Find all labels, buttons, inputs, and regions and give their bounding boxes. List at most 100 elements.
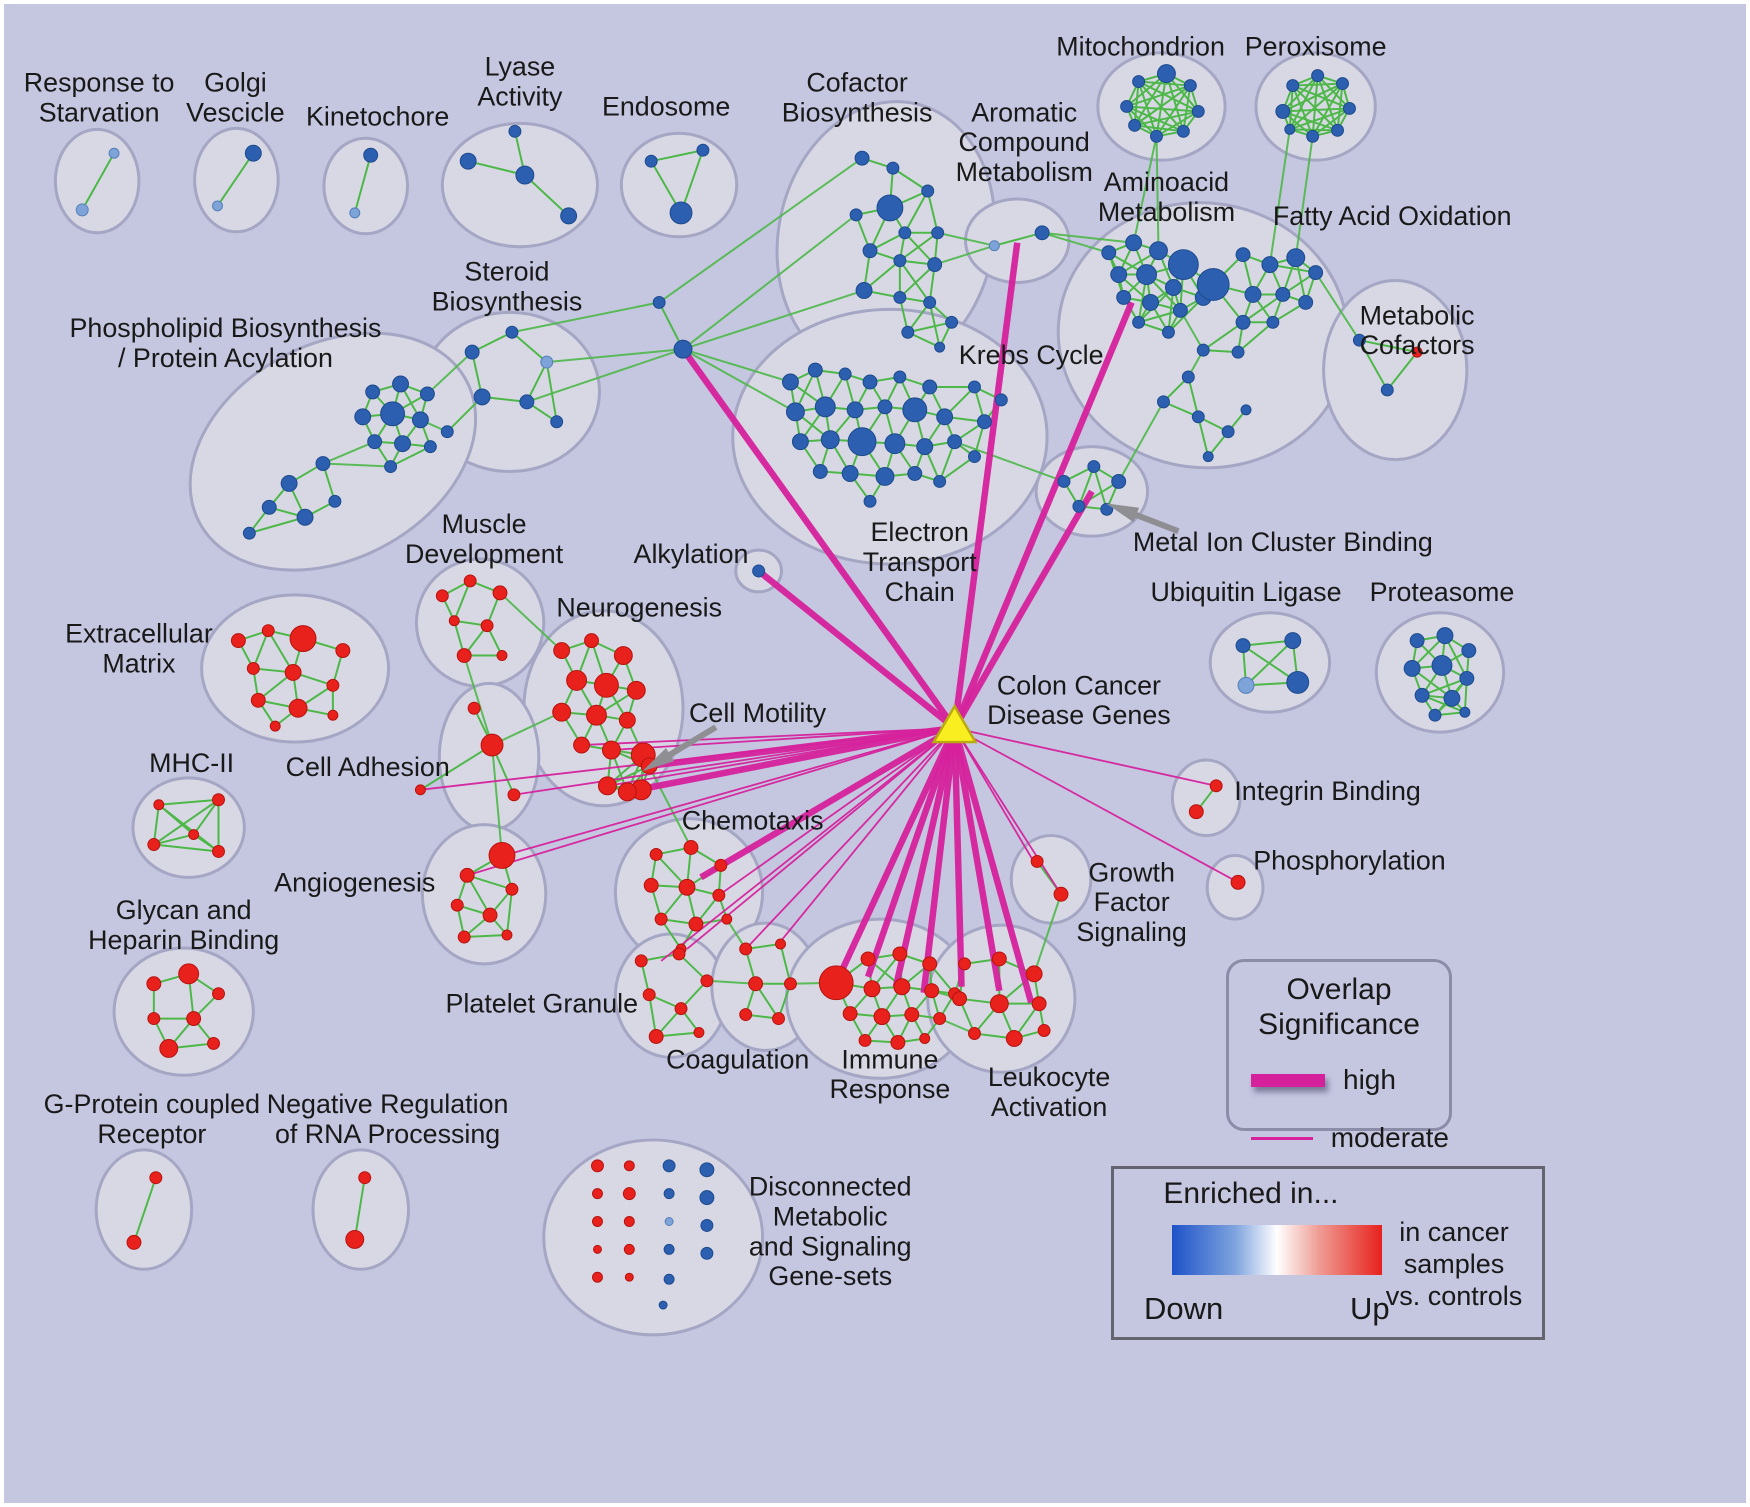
gene-set-node-glycan-heparin-binding bbox=[186, 1011, 202, 1027]
gene-set-edge bbox=[1132, 136, 1158, 243]
gene-set-node-electron-transport-chain bbox=[947, 434, 963, 450]
gene-set-node-aminoacid-metabolism bbox=[1142, 293, 1159, 311]
gene-set-edge bbox=[954, 440, 1065, 483]
gene-set-edge bbox=[1033, 893, 1062, 975]
gene-set-node-platelet-granule bbox=[648, 1029, 664, 1044]
gene-set-node-neurogenesis bbox=[617, 782, 637, 802]
gene-set-node-chemotaxis bbox=[649, 847, 663, 861]
gene-set-node-peroxisome bbox=[1343, 101, 1356, 115]
gene-set-node-leukocyte-activation bbox=[968, 1027, 981, 1040]
gene-set-node-cofactor-biosynthesis bbox=[921, 184, 935, 198]
gene-set-edge bbox=[511, 301, 660, 334]
gene-set-node-angiogenesis bbox=[457, 930, 471, 944]
gene-set-edge bbox=[892, 167, 929, 192]
gene-set-edge bbox=[192, 799, 220, 836]
gene-set-node-chemotaxis bbox=[643, 877, 659, 893]
gene-set-node-metal-ion-cluster-binding bbox=[1111, 473, 1127, 489]
enriched-note: in cancer samples vs. controls bbox=[1385, 1217, 1523, 1311]
gene-set-edge bbox=[464, 934, 508, 939]
gene-set-edge bbox=[1077, 466, 1095, 507]
cluster-ellipse-disconnected-gene-sets bbox=[542, 1138, 765, 1337]
gene-set-node-immune-response bbox=[842, 1006, 858, 1022]
overlap-edge-moderate bbox=[503, 727, 955, 857]
gene-set-edge bbox=[1182, 85, 1192, 132]
gene-set-node-angiogenesis bbox=[501, 929, 513, 941]
gene-set-node-phospholipid-dense bbox=[423, 440, 437, 454]
gene-set-node-electron-transport-chain bbox=[936, 408, 954, 426]
cluster-ellipse-kinetochore bbox=[322, 136, 409, 236]
gene-set-edge bbox=[1289, 82, 1344, 131]
gene-set-node-aminoacid-metabolism bbox=[1149, 241, 1168, 261]
gene-set-node-extracellular-matrix bbox=[335, 643, 351, 659]
gene-set-node-peroxisome bbox=[1336, 77, 1349, 91]
gene-set-node-neurogenesis bbox=[586, 704, 607, 726]
gene-set-edge bbox=[934, 244, 995, 266]
gene-set-edge bbox=[491, 744, 503, 856]
gene-set-edge bbox=[928, 302, 941, 348]
gene-set-node-lyase-activity bbox=[459, 152, 477, 170]
gene-set-node-phospholipid-dense bbox=[419, 386, 435, 402]
overlap-edge-high bbox=[951, 728, 965, 987]
gene-set-edge bbox=[1289, 128, 1338, 132]
gene-set-edge bbox=[939, 455, 976, 483]
cluster-ellipse-cell-adhesion bbox=[437, 681, 541, 833]
gene-set-node-immune-response bbox=[904, 1007, 920, 1023]
gene-set-node-chemotaxis bbox=[688, 916, 704, 932]
gene-set-node-muscle-development bbox=[480, 619, 494, 633]
gene-set-node-ubiquitin-ligase bbox=[1284, 632, 1302, 650]
gene-set-node-angiogenesis bbox=[459, 867, 475, 883]
cluster-label-ubiquitin-ligase: Ubiquitin Ligase bbox=[1151, 577, 1342, 607]
gene-set-edge bbox=[1041, 231, 1110, 254]
gene-set-node-mhc-ii bbox=[212, 793, 225, 807]
gene-set-node-platelet-granule bbox=[642, 988, 656, 1002]
cluster-ellipse-metabolic-cofactors bbox=[1322, 279, 1469, 462]
gene-set-node-cofactor-biosynthesis bbox=[854, 150, 870, 166]
gene-set-node-disconnected-gene-sets bbox=[700, 1219, 714, 1232]
gene-set-node-coagulation bbox=[748, 976, 764, 992]
gene-set-node-fatty-acid-oxidation bbox=[1275, 286, 1291, 302]
gene-set-node-phospholipid-chain bbox=[315, 456, 331, 472]
gene-set-node-electron-transport-chain bbox=[922, 379, 938, 395]
gene-set-node-fatty-acid-chain bbox=[1156, 395, 1170, 409]
gene-set-node-disconnected-gene-sets bbox=[591, 1159, 604, 1173]
gene-set-node-fatty-acid-chain bbox=[1221, 425, 1235, 439]
gene-set-node-electron-transport-chain bbox=[841, 465, 859, 482]
gene-set-node-muscle-development bbox=[448, 615, 460, 627]
gene-set-node-mitochondrion bbox=[1128, 118, 1142, 132]
overlap-edge-high bbox=[920, 727, 958, 994]
gene-set-edge bbox=[1133, 73, 1168, 126]
gene-set-node-mhc-ii bbox=[212, 845, 225, 858]
gene-set-edge bbox=[899, 231, 939, 262]
gene-set-node-proteasome bbox=[1403, 659, 1421, 677]
gene-set-node-extracellular-matrix bbox=[269, 720, 281, 732]
cluster-label-phosphorylation: Phosphorylation bbox=[1253, 845, 1446, 875]
gene-set-node-cofactor-biosynthesis bbox=[927, 257, 943, 273]
gene-set-node-fatty-acid-oxidation bbox=[1231, 345, 1245, 359]
gene-set-node-peroxisome bbox=[1286, 79, 1300, 93]
gene-set-node-coagulation bbox=[772, 1012, 785, 1026]
gene-set-node-leukocyte-activation bbox=[989, 994, 1009, 1014]
gene-set-node-muscle-development bbox=[456, 648, 472, 663]
gene-set-node-muscle-development bbox=[435, 589, 449, 603]
gene-set-edge bbox=[1291, 85, 1314, 137]
gene-set-node-disconnected-gene-sets bbox=[662, 1159, 676, 1173]
enriched-down-label: Down bbox=[1144, 1291, 1224, 1326]
gene-set-node-aminoacid-metabolism bbox=[1125, 234, 1143, 252]
cluster-label-alkylation: Alkylation bbox=[634, 539, 749, 569]
gene-set-node-aminoacid-metabolism bbox=[1167, 249, 1199, 281]
gene-set-node-cofactor-biosynthesis bbox=[945, 315, 959, 329]
gene-set-node-electron-transport-chain bbox=[976, 414, 992, 430]
gene-set-node-endosome bbox=[644, 154, 658, 168]
gene-set-node-glycan-heparin-binding bbox=[207, 1036, 220, 1050]
gene-set-node-aminoacid-metabolism bbox=[1161, 325, 1175, 339]
overlap-edge-high bbox=[892, 727, 958, 988]
gene-set-edge bbox=[1117, 401, 1165, 482]
gene-set-node-leukocyte-activation bbox=[1005, 1030, 1023, 1047]
gene-set-node-angiogenesis bbox=[450, 898, 464, 912]
cluster-ellipse-response-to-starvation bbox=[53, 127, 141, 235]
overlap-edge-moderate bbox=[611, 727, 955, 751]
